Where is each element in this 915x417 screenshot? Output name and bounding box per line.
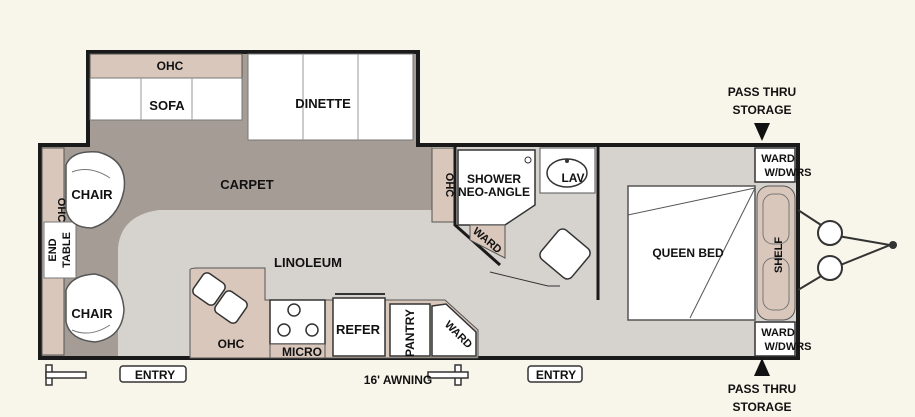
linoleum-label: LINOLEUM bbox=[274, 255, 342, 270]
ohc-wall-label: OHC bbox=[443, 173, 455, 198]
sink-icon bbox=[192, 272, 248, 324]
sofa[interactable] bbox=[89, 77, 243, 121]
hitch-icon bbox=[797, 209, 897, 291]
arrow-up-icon bbox=[754, 358, 770, 376]
entry-2-label: ENTRY bbox=[536, 368, 576, 382]
ohc-top-label: OHC bbox=[157, 59, 184, 73]
ward-kitchen[interactable] bbox=[431, 303, 477, 357]
pass-thru-top-label-1: PASS THRU bbox=[728, 85, 796, 99]
shower-label-2: NEO-ANGLE bbox=[458, 185, 530, 199]
lav-label: LAV bbox=[561, 171, 584, 185]
end-table[interactable] bbox=[43, 221, 77, 279]
end-table-label-2: TABLE bbox=[61, 232, 73, 268]
queen-bed[interactable] bbox=[627, 185, 756, 321]
arrow-down-icon bbox=[754, 123, 770, 141]
pass-thru-bottom-label-2: STORAGE bbox=[732, 400, 791, 414]
ward-top-label-1: WARD bbox=[761, 153, 795, 165]
end-table-label-1: END bbox=[47, 238, 59, 261]
shelf bbox=[756, 185, 796, 321]
burner-icon bbox=[277, 303, 319, 337]
jack-icon bbox=[45, 364, 469, 386]
pass-thru-top-label-2: STORAGE bbox=[732, 103, 791, 117]
awning-label: 16' AWNING bbox=[364, 373, 432, 387]
dinette-label: DINETTE bbox=[295, 96, 351, 111]
entry-1-label: ENTRY bbox=[135, 368, 175, 382]
stove[interactable] bbox=[269, 299, 326, 345]
refer-label: REFER bbox=[336, 322, 381, 337]
ward-bottom-label-1: WARD bbox=[761, 327, 795, 339]
ward-bottom[interactable] bbox=[754, 321, 796, 357]
pantry-label: PANTRY bbox=[403, 309, 417, 357]
pantry[interactable] bbox=[389, 303, 431, 357]
chair-bottom[interactable] bbox=[65, 273, 125, 343]
toilet-icon bbox=[539, 228, 591, 280]
entry-step-1[interactable] bbox=[119, 365, 187, 383]
queen-bed-label: QUEEN BED bbox=[652, 246, 724, 260]
ohc-top bbox=[89, 53, 243, 79]
ohc-kitchen-label: OHC bbox=[218, 337, 245, 351]
micro[interactable] bbox=[269, 343, 326, 359]
ward-bath[interactable] bbox=[469, 224, 506, 259]
shower-label-1: SHOWER bbox=[467, 172, 521, 186]
sofa-label: SOFA bbox=[149, 98, 185, 113]
ward-top-label-2: W/DWRS bbox=[764, 167, 811, 179]
chair-top[interactable] bbox=[65, 151, 126, 229]
micro-label: MICRO bbox=[282, 345, 322, 359]
shower[interactable] bbox=[457, 149, 536, 226]
ward-bottom-label-2: W/DWRS bbox=[764, 341, 811, 353]
entry-step-2[interactable] bbox=[527, 365, 583, 383]
chair-bottom-label: CHAIR bbox=[71, 306, 113, 321]
pass-thru-bottom-label-1: PASS THRU bbox=[728, 382, 796, 396]
dinette[interactable] bbox=[247, 53, 414, 141]
bathroom-wall bbox=[453, 145, 600, 300]
shelf-label: SHELF bbox=[773, 237, 785, 273]
ward-top[interactable] bbox=[754, 147, 796, 183]
ohc-left-label: OHC bbox=[55, 198, 67, 223]
carpet-label: CARPET bbox=[220, 177, 274, 192]
chair-top-label: CHAIR bbox=[71, 187, 113, 202]
refer[interactable] bbox=[332, 297, 386, 357]
